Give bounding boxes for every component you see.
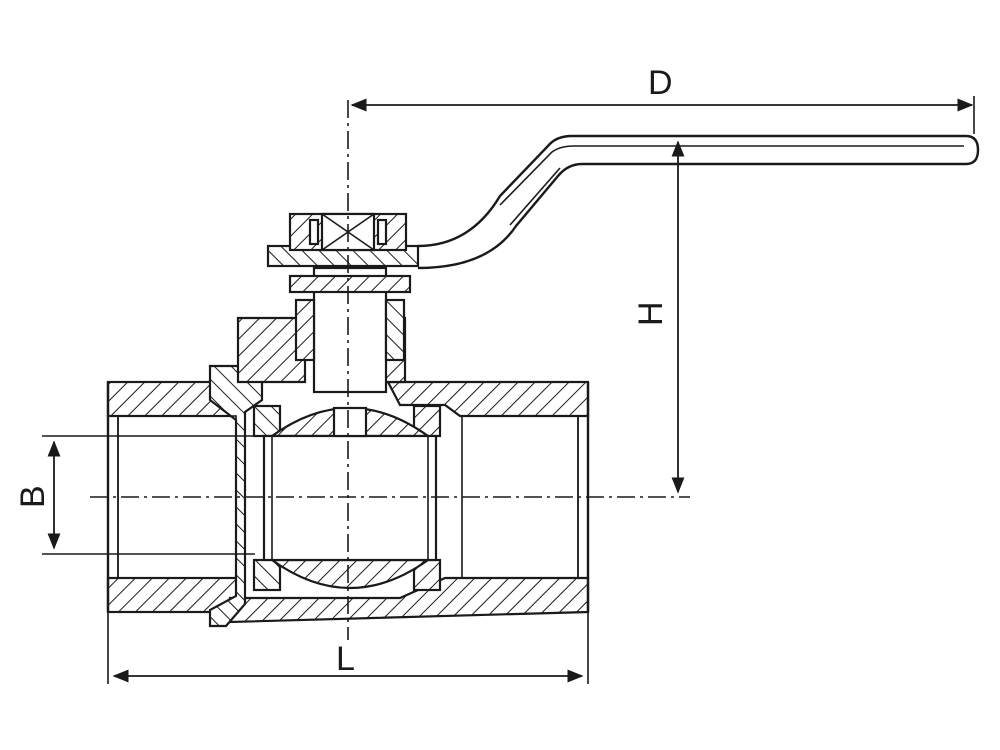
dimension-b-label: B (14, 485, 52, 508)
centerlines (90, 100, 690, 640)
gland-nut (266, 212, 420, 268)
dimension-d-label: D (648, 64, 673, 102)
dimension-d: D (350, 64, 975, 134)
valve-stem (288, 266, 412, 394)
dimension-l-label: L (336, 640, 355, 678)
valve-ball (262, 406, 438, 590)
dimension-l: L (107, 612, 589, 684)
dimension-b: B (14, 435, 255, 555)
valve-seats (252, 404, 442, 592)
dimension-h-label: H (632, 301, 670, 326)
lever-handle (417, 134, 980, 270)
dimension-h: H (632, 140, 685, 494)
